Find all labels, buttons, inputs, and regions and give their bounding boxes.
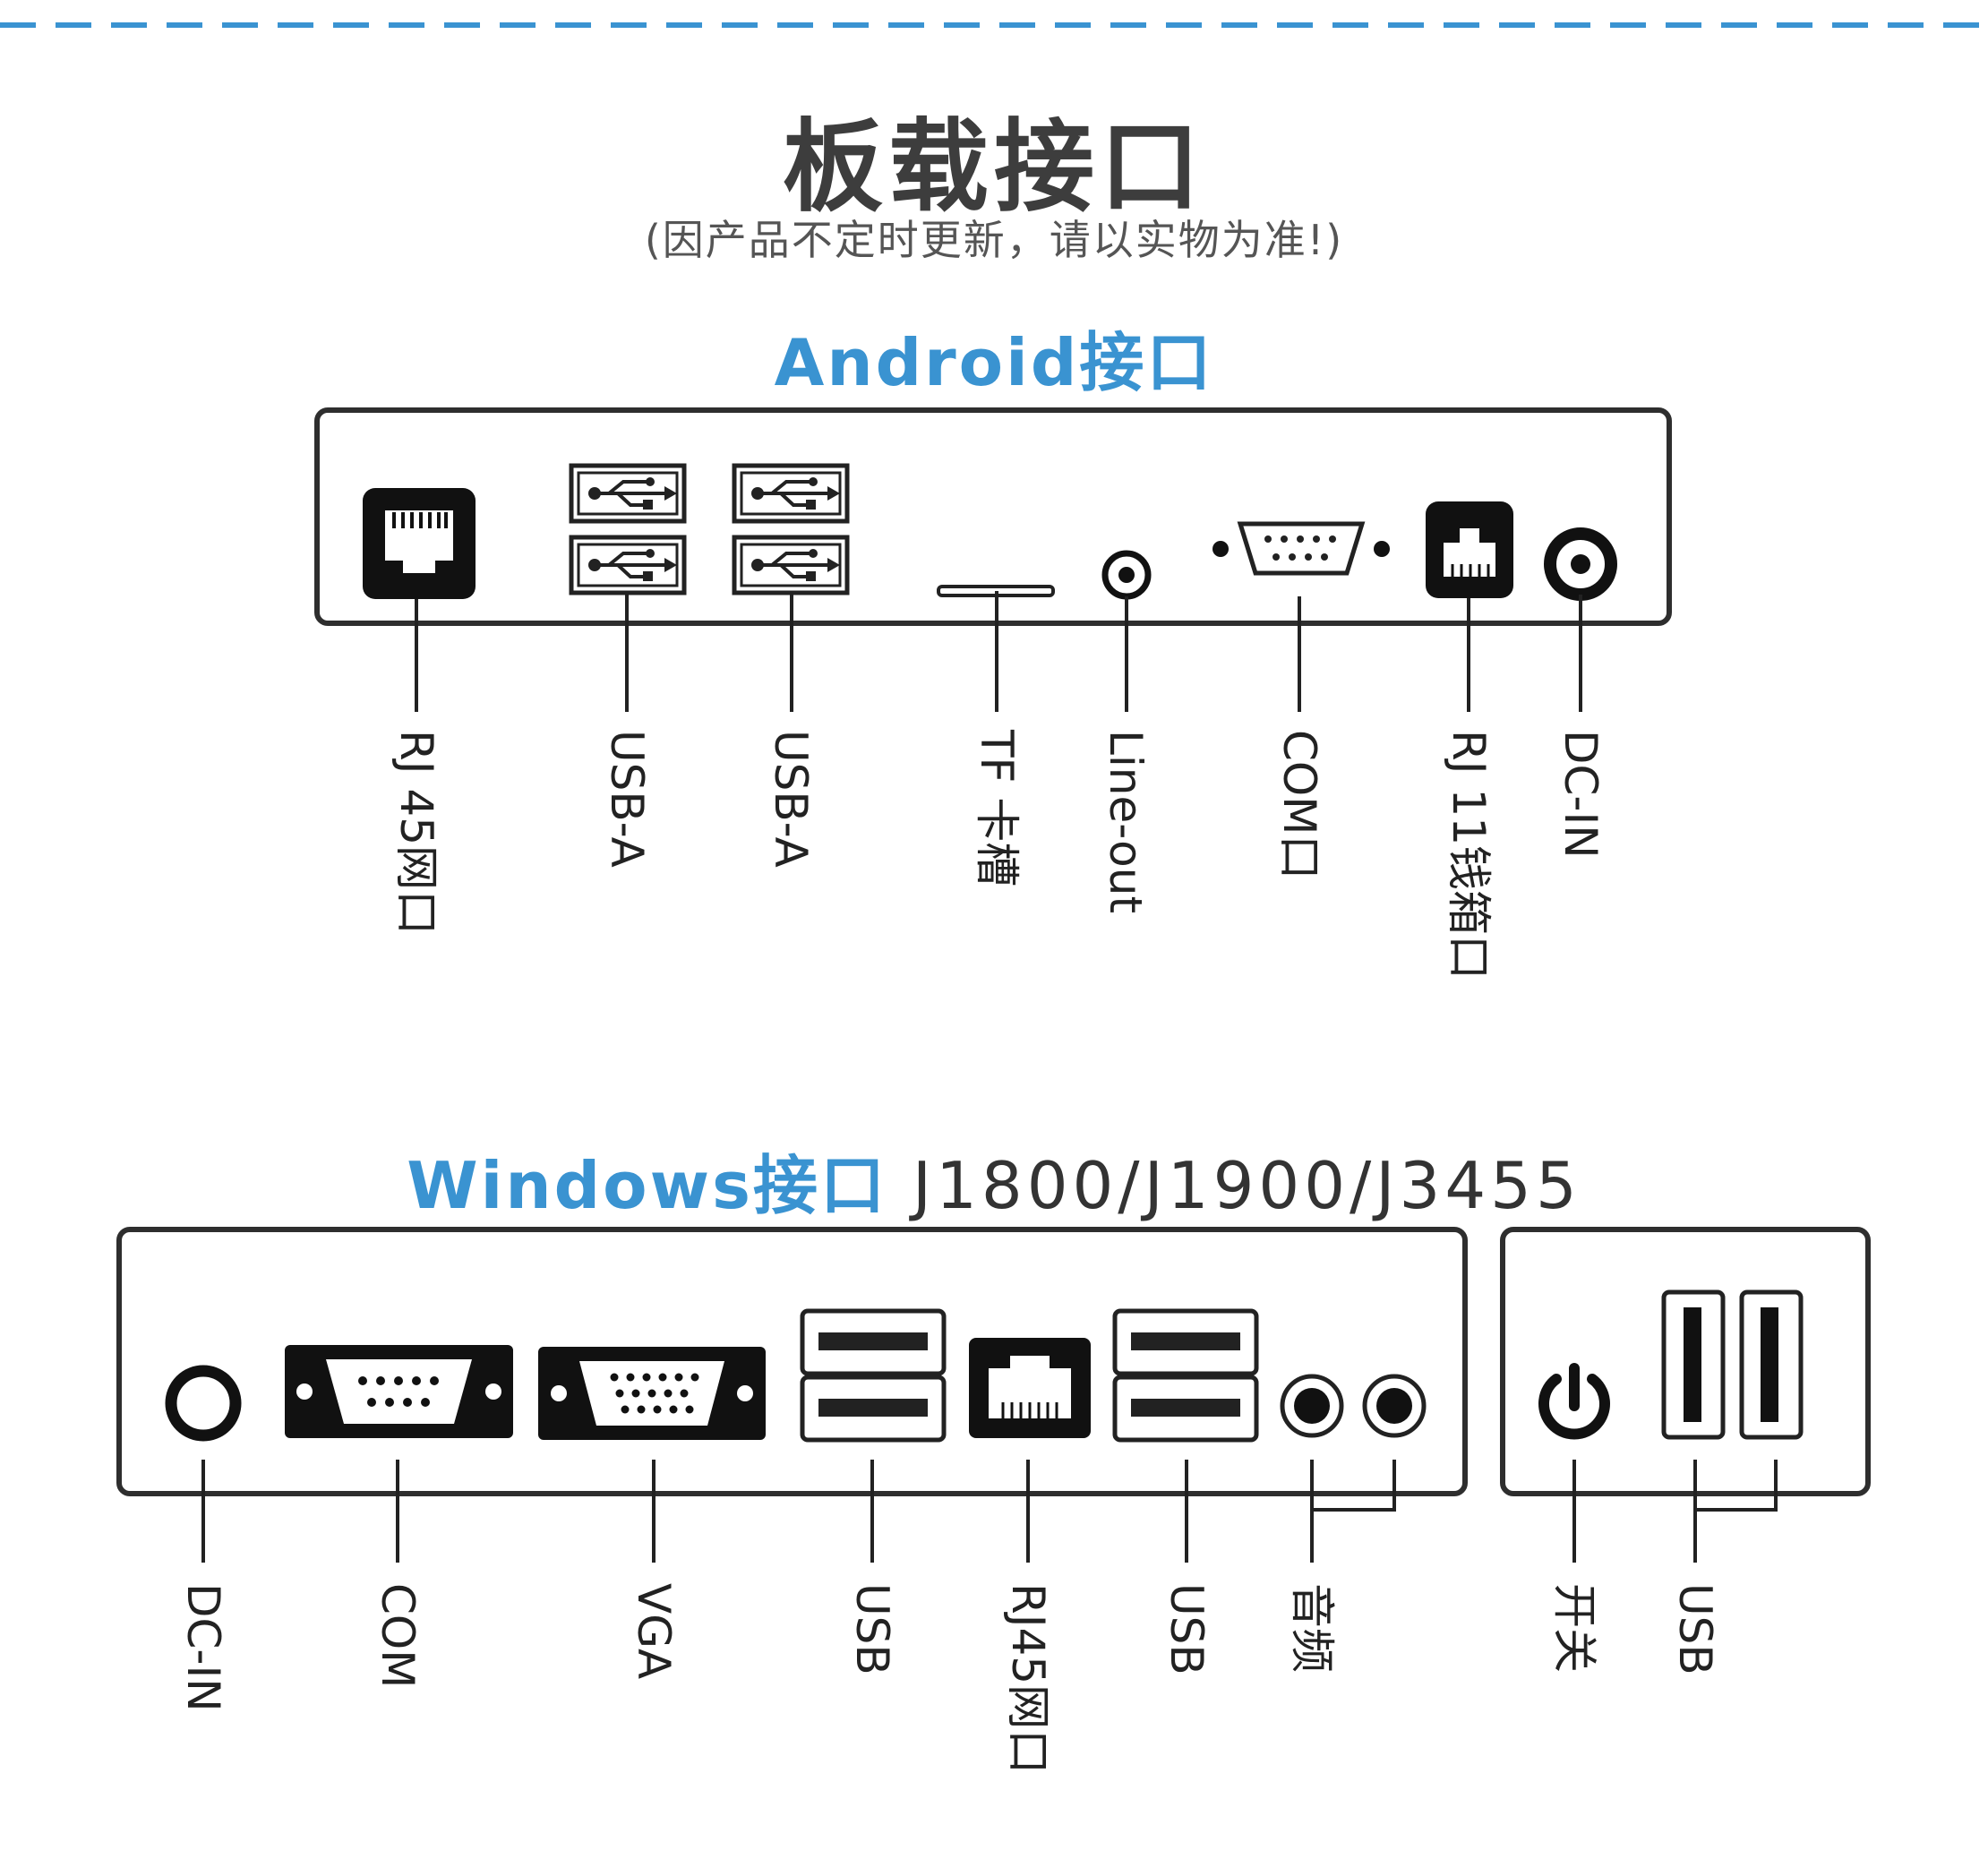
android-panel xyxy=(314,407,1672,626)
rj45-icon xyxy=(363,488,476,599)
vga-icon xyxy=(538,1347,766,1440)
power-icon xyxy=(1538,1363,1610,1440)
android-section-title: Android接口 xyxy=(774,325,1214,400)
audio-jack-icon xyxy=(1101,550,1152,600)
windows-panel xyxy=(116,1227,1468,1496)
usb-vertical-icon xyxy=(1739,1289,1804,1440)
label-usb-a-1: USB-A xyxy=(601,730,653,868)
label-audio: 音频 xyxy=(1286,1583,1338,1673)
label-power: 开关 xyxy=(1548,1583,1600,1673)
dc-jack-icon xyxy=(1544,527,1617,601)
label-rj45: RJ 45网口 xyxy=(390,730,442,935)
audio-jack-icon xyxy=(1280,1374,1344,1438)
dc-jack-icon xyxy=(165,1365,242,1442)
usb-a-icon xyxy=(1115,1311,1256,1440)
label-usb-2: USB xyxy=(1161,1583,1213,1675)
usb-a-icon xyxy=(734,466,847,593)
db9-icon xyxy=(1213,521,1390,576)
windows-section-title: Windows接口 J1800/J1900/J3455 xyxy=(0,1133,1988,1227)
page-subtitle: (因产品不定时更新，请以实物为准!) xyxy=(644,216,1344,264)
label-usb-1: USB xyxy=(846,1583,898,1675)
label-usb-a-2: USB-A xyxy=(765,730,817,868)
label-line-out: Line-out xyxy=(1100,730,1152,913)
db9-icon xyxy=(285,1345,513,1438)
windows-title-text: Windows接口 xyxy=(407,1148,887,1223)
label-com: COM xyxy=(372,1583,424,1688)
label-dc-in: DC-IN xyxy=(177,1583,229,1712)
label-rj11: RJ 11钱箱口 xyxy=(1443,730,1495,980)
label-vga: VGA xyxy=(628,1583,680,1679)
label-dc-in: DC-IN xyxy=(1555,730,1607,859)
windows-models: J1800/J1900/J3455 xyxy=(887,1148,1581,1223)
audio-jack-icon xyxy=(1362,1374,1427,1438)
windows-side-panel xyxy=(1500,1227,1871,1496)
rj45-icon xyxy=(969,1338,1091,1438)
label-rj45: RJ45网口 xyxy=(1002,1583,1054,1774)
label-tf: TF 卡槽 xyxy=(971,729,1023,887)
label-usb-side: USB xyxy=(1669,1583,1721,1675)
page-title: 板载接口 xyxy=(783,109,1205,226)
rj11-icon xyxy=(1426,501,1513,598)
usb-vertical-icon xyxy=(1661,1289,1726,1440)
label-com-port: COM口 xyxy=(1273,730,1325,879)
usb-a-icon xyxy=(571,466,684,593)
usb-a-icon xyxy=(802,1311,944,1440)
